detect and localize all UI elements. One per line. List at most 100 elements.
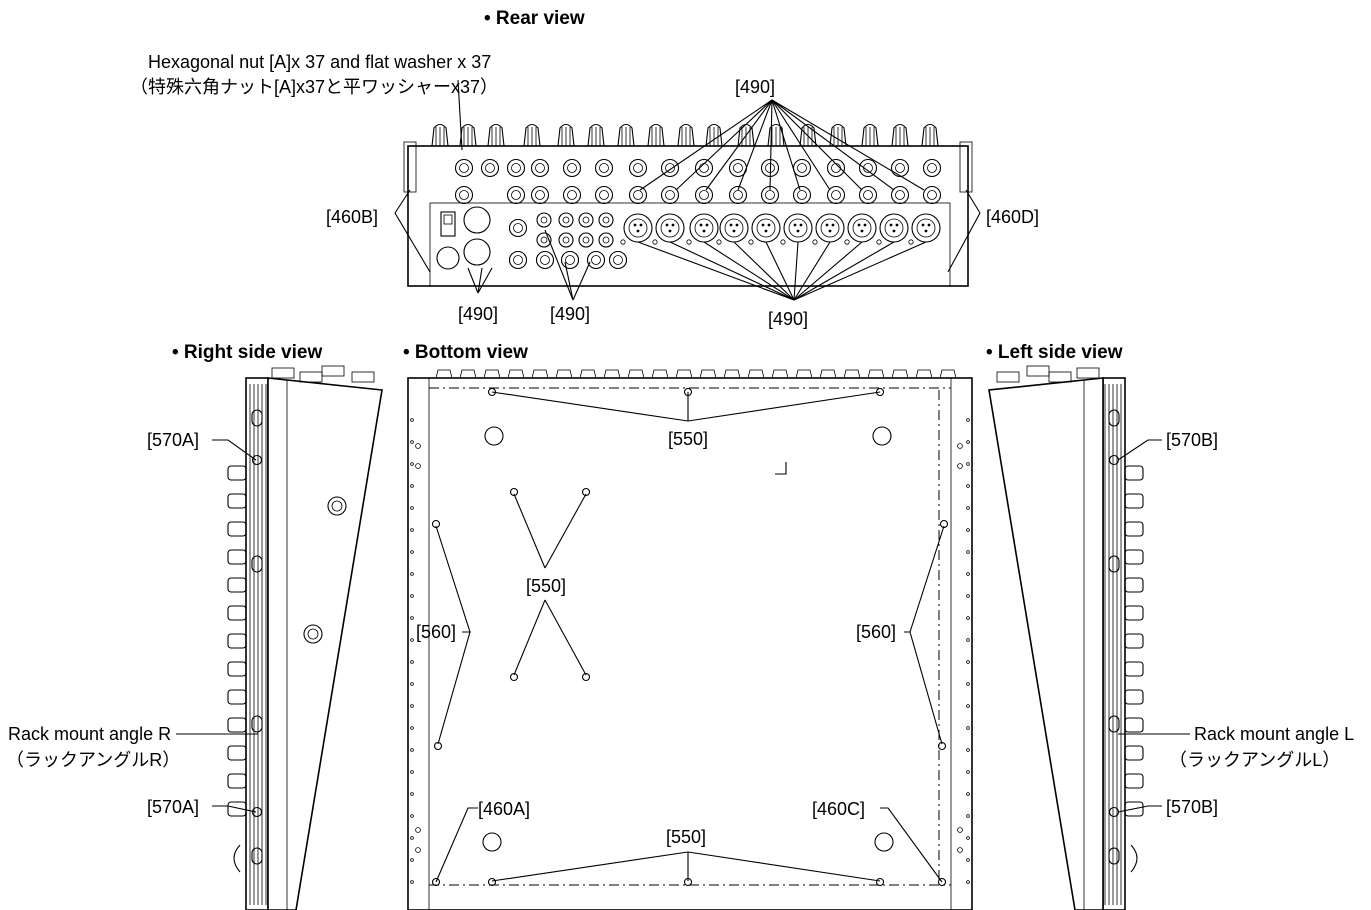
rear-knob-2 — [459, 123, 477, 147]
bottom-vent-right — [966, 858, 970, 862]
bottom-leader-lines — [435, 391, 945, 883]
leader-570b-2 — [1117, 805, 1162, 813]
jack-row2-1 — [454, 185, 474, 205]
side-knob-6 — [227, 605, 247, 621]
bottom-knob-10 — [651, 369, 669, 379]
rca-3 — [578, 212, 594, 228]
rear-fan-lines-bottom — [637, 241, 927, 301]
jack-row1-5 — [562, 158, 582, 178]
side-connector-bottom-inner — [307, 628, 319, 640]
side-top-control-4 — [996, 371, 1020, 383]
jack-row1-7 — [628, 158, 648, 178]
bottom-vent-left — [410, 748, 414, 752]
bottom-foot-4 — [874, 832, 894, 852]
side-knob-8 — [1124, 661, 1144, 677]
bottom-knob-6 — [555, 369, 573, 379]
bottom-knob-21 — [915, 369, 933, 379]
fan-top-line-8 — [771, 99, 863, 191]
rca-7-pin — [582, 236, 590, 244]
bottom-vent-left — [410, 836, 414, 840]
xlr-in-2-inner — [660, 218, 680, 238]
corner-mark — [775, 462, 787, 475]
fan-bot-line-8 — [793, 241, 863, 301]
side-rack-angle — [245, 377, 269, 910]
jack-row1-15 — [890, 158, 910, 178]
xlr-in-8-pin — [863, 223, 867, 227]
rack-angle-r-en: Rack mount angle R — [8, 724, 171, 744]
fan-top-line-9 — [771, 99, 895, 191]
xlr-in-7-screw — [812, 239, 818, 245]
side-knob-7 — [1124, 633, 1144, 649]
jack-row4-1-inner — [513, 255, 523, 265]
jack-row2-14-inner — [863, 190, 873, 200]
xlr-in-5-screw — [748, 239, 754, 245]
right-side-drawing — [227, 365, 383, 910]
bottom-screw-4 — [509, 487, 519, 497]
bottom-vent-right — [966, 418, 970, 422]
bottom-screw-14 — [875, 877, 885, 887]
side-knob-13 — [227, 801, 247, 817]
bottom-vent-right — [966, 484, 970, 488]
bottom-vent-right — [966, 880, 970, 884]
side-knob-9 — [227, 689, 247, 705]
callout-570b-2: [570B] — [1166, 797, 1218, 817]
side-connector-top — [327, 496, 347, 516]
rca-7 — [578, 232, 594, 248]
side-knob-11 — [1124, 745, 1144, 761]
side-top-control-3 — [321, 365, 345, 377]
jack-row1-4-inner — [535, 163, 545, 173]
jack-row1-6-inner — [599, 163, 609, 173]
jack-row1-5-inner — [567, 163, 577, 173]
jack-row4-2-inner — [540, 255, 550, 265]
callout-490-top: [490] — [735, 77, 775, 97]
jack-row2-7 — [628, 185, 648, 205]
bottom-vent-left — [410, 484, 414, 488]
rear-knob-15 — [861, 123, 879, 147]
bottom-vent-left — [410, 770, 414, 774]
bottom-knob-2 — [459, 369, 477, 379]
jack-row4-3 — [560, 250, 580, 270]
xlr-in-2-pin — [668, 229, 672, 233]
bottom-vent-right — [966, 748, 970, 752]
bottom-vent-left — [410, 880, 414, 884]
rear-knob-6 — [587, 123, 605, 147]
side-knob-3 — [227, 521, 247, 537]
xlr-in-6-pin — [799, 223, 803, 227]
jack-row2-13 — [826, 185, 846, 205]
bottom-knob-15 — [771, 369, 789, 379]
side-knob-11 — [227, 745, 247, 761]
jack-row4-1 — [508, 250, 528, 270]
side-knob-10 — [227, 717, 247, 733]
xlr-in-3-pin — [699, 223, 703, 227]
xlr-in-6-pin — [796, 229, 800, 233]
bottom-view-title: • Bottom view — [403, 342, 528, 363]
bottom-knob-9 — [627, 369, 645, 379]
bottom-knob-3 — [483, 369, 501, 379]
callout-460a: [460A] — [478, 799, 530, 819]
side-slot-2 — [251, 555, 263, 573]
bottom-vent-left — [410, 616, 414, 620]
side-top-control-3 — [1026, 365, 1050, 377]
xlr-in-4-pin — [735, 223, 739, 227]
bottom-screw-12 — [487, 877, 497, 887]
fan-bot-line-6 — [793, 241, 799, 301]
bottom-vent-left — [410, 704, 414, 708]
fan-top-line-4 — [737, 99, 773, 191]
side-top-control-4 — [351, 371, 375, 383]
hexnut-note-jp: （特殊六角ナット[A]x37と平ワッシャーx37） — [130, 77, 498, 97]
rca-6-pin — [562, 236, 570, 244]
bottom-vent-right — [966, 572, 970, 576]
callout-570a-1: [570A] — [147, 430, 199, 450]
side-connector-bottom — [303, 624, 323, 644]
bottom-screw-5 — [581, 487, 591, 497]
jack-row2-16 — [922, 185, 942, 205]
jack-row4-4-inner — [591, 255, 601, 265]
rca-2-pin — [562, 216, 570, 224]
bottom-rack-hole-2 — [415, 463, 421, 469]
callout-460c: [460C] — [812, 799, 865, 819]
xlr-in-9-pin — [889, 223, 893, 227]
jack-row2-14 — [858, 185, 878, 205]
xlr-in-2-pin — [665, 223, 669, 227]
side-connector-top-inner — [331, 500, 343, 512]
bottom-screw-8 — [509, 672, 519, 682]
